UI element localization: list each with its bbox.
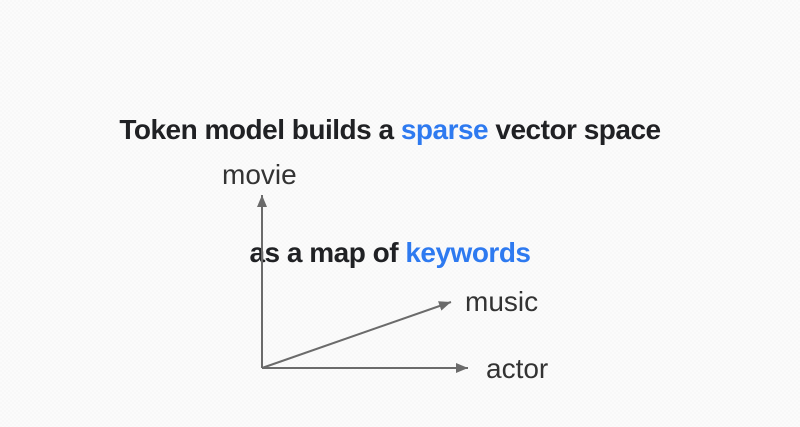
title-line-1: Token model builds a sparse vector space bbox=[0, 109, 780, 150]
slide-title: Token model builds a sparse vector space… bbox=[0, 27, 780, 355]
music-vector-arrow bbox=[261, 301, 452, 369]
title-line-2: as a map of keywords bbox=[0, 232, 780, 273]
vector-label-music: music bbox=[465, 286, 539, 317]
title-highlight-keywords: keywords bbox=[405, 237, 531, 268]
title-text: vector space bbox=[488, 114, 661, 145]
title-text: Token model builds a bbox=[119, 114, 401, 145]
axis-label-movie: movie bbox=[222, 159, 297, 190]
axis-label-actor: actor bbox=[486, 353, 549, 384]
title-highlight-sparse: sparse bbox=[400, 114, 489, 145]
title-text: as a map of bbox=[249, 237, 406, 268]
